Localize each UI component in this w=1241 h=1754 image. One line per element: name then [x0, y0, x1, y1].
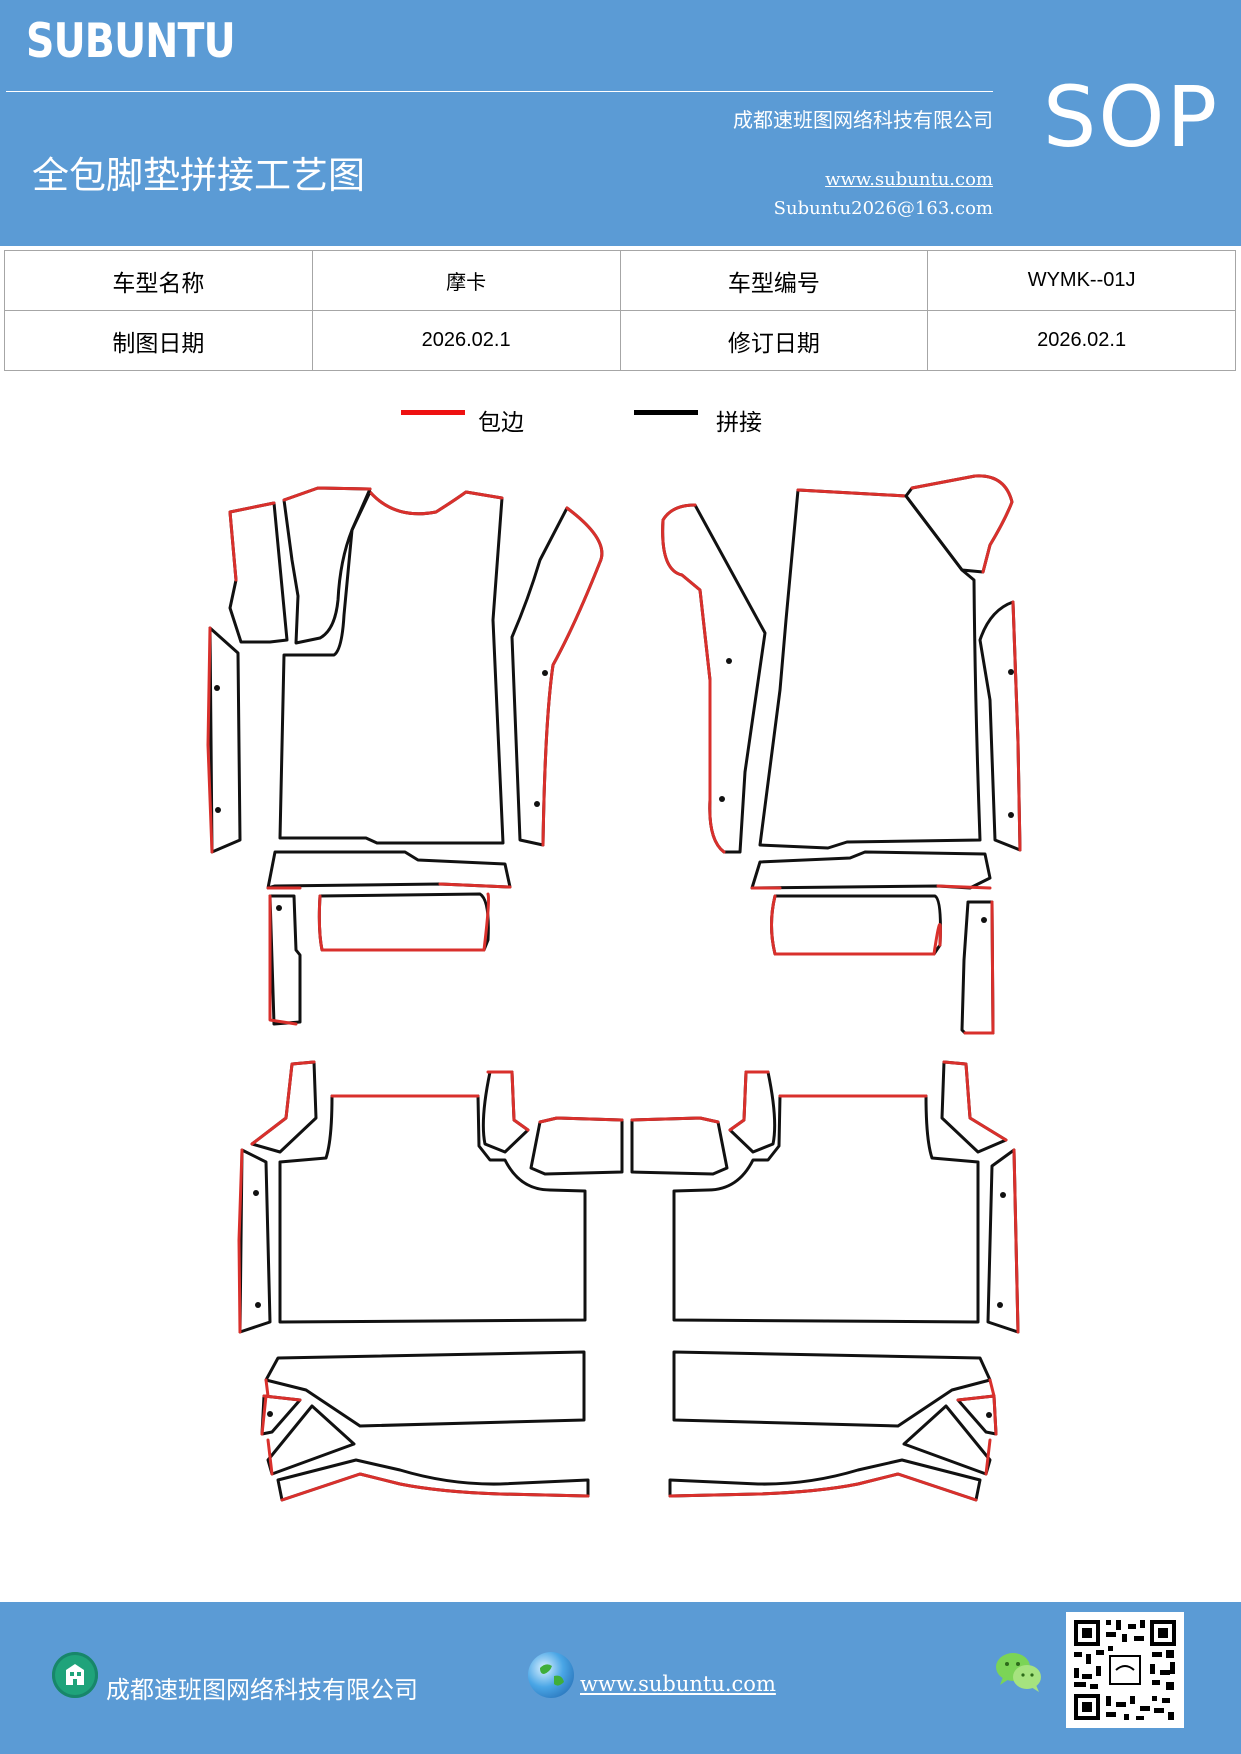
rr-corner-piece: [940, 1060, 1008, 1154]
rl-center-piece: [529, 1116, 624, 1176]
rear-right-mat: [630, 1060, 1020, 1502]
building-icon: [52, 1652, 98, 1698]
revise-date-value: 2026.02.1: [927, 310, 1236, 371]
fl-left-strip: [208, 626, 242, 854]
table-row: 制图日期 2026.02.1 修订日期 2026.02.1: [4, 310, 1236, 371]
model-name-value: 摩卡: [311, 250, 621, 311]
brand-logo: SUBUNTU: [26, 14, 236, 69]
fl-side-arc-edge: [282, 486, 372, 502]
front-right-mat: [661, 474, 1022, 1035]
legend-edge-label: 包边: [478, 410, 524, 436]
legend-edge-swatch: [401, 410, 465, 415]
fastener-holes: [214, 658, 1014, 1418]
fl-bottom-strip: [268, 894, 302, 1026]
rr-main-piece: [672, 1094, 980, 1324]
rear-left-mat: [237, 1060, 624, 1502]
rr-center-piece: [630, 1116, 729, 1176]
rr-right-strip-edge: [1012, 1148, 1020, 1334]
rl-left-strip: [238, 1148, 272, 1334]
email-address: Subuntu2026@163.com: [773, 198, 993, 219]
footer-company-name: 成都速班图网络科技有限公司: [106, 1676, 418, 1704]
fr-bottom-strip: [960, 900, 995, 1035]
fr-main-edge: [796, 488, 908, 498]
rr-center-edge: [630, 1116, 720, 1124]
fr-left-strip: [661, 503, 767, 854]
fl-bottom-strip-edge: [268, 894, 298, 1026]
model-code-value: WYMK--01J: [927, 250, 1236, 311]
fr-left-strip-edge: [661, 503, 726, 854]
rl-center-edge: [538, 1116, 624, 1124]
fl-right-strip: [510, 506, 604, 847]
wechat-icon: [994, 1650, 1044, 1694]
company-name: 成都速班图网络科技有限公司: [733, 108, 993, 132]
fl-front-bar: [266, 850, 512, 890]
fr-heel-pad-edge: [770, 894, 942, 956]
rr-tab-edge: [728, 1070, 770, 1132]
fr-right-strip-edge: [1011, 600, 1022, 852]
model-code-label: 车型编号: [619, 250, 929, 311]
draw-date-label: 制图日期: [4, 310, 313, 371]
header-divider: [6, 91, 993, 92]
rl-rear-edge-strip-edge: [264, 1378, 590, 1502]
rr-tab-piece: [728, 1070, 777, 1154]
revise-date-label: 修订日期: [619, 310, 929, 371]
legend-seam-label: 拼接: [716, 410, 762, 436]
rl-rear-bar: [264, 1350, 586, 1428]
globe-icon: [528, 1652, 574, 1698]
sop-badge: SOP: [1043, 68, 1220, 166]
fr-bottom-strip-edge: [963, 900, 995, 1035]
footer-banner: 成都速班图网络科技有限公司 www.subuntu.com: [0, 1602, 1241, 1754]
fr-right-strip: [978, 600, 1022, 852]
fl-heel-pad: [317, 892, 490, 952]
model-name-label: 车型名称: [4, 250, 313, 311]
fr-heel-pad: [770, 894, 942, 956]
rl-left-strip-edge: [237, 1148, 244, 1334]
rl-rear-corner-edge: [260, 1394, 302, 1436]
table-row: 车型名称 摩卡 车型编号 WYMK--01J: [4, 250, 1236, 311]
rr-rear-edge-strip-edge: [668, 1378, 996, 1502]
draw-date-value: 2026.02.1: [311, 310, 621, 371]
fr-front-bar: [750, 850, 992, 890]
header-banner: SUBUNTU 成都速班图网络科技有限公司 全包脚垫拼接工艺图 www.subu…: [0, 0, 1241, 246]
fr-front-bar-edge: [750, 884, 992, 890]
legend-seam-swatch: [634, 410, 698, 415]
fl-main-piece: [278, 490, 505, 845]
rl-main-piece: [278, 1094, 587, 1324]
rl-corner-edge: [250, 1060, 316, 1146]
front-left-mat: [206, 486, 604, 1026]
model-info-table: 车型名称 摩卡 车型编号 WYMK--01J 制图日期 2026.02.1 修订…: [4, 250, 1236, 371]
fr-corner-edge: [910, 474, 1014, 574]
footer-website-link[interactable]: www.subuntu.com: [580, 1672, 776, 1696]
rl-tab-edge: [486, 1070, 530, 1132]
rr-rear-bar: [672, 1350, 992, 1428]
fl-left-strip-edge: [206, 626, 214, 854]
fl-small-corner-edge: [228, 501, 276, 582]
qr-code[interactable]: [1066, 1612, 1184, 1728]
rl-tab-piece: [481, 1070, 530, 1154]
document-title: 全包脚垫拼接工艺图: [32, 154, 365, 197]
fl-right-strip-edge: [541, 506, 604, 847]
fl-heel-pad-edge: [317, 892, 490, 952]
fl-front-bar-edge: [266, 882, 512, 890]
fl-side-arc-piece: [282, 486, 372, 645]
fr-main-piece: [758, 488, 982, 850]
fl-small-corner: [228, 501, 289, 644]
website-link[interactable]: www.subuntu.com: [825, 169, 993, 190]
fl-main-edge: [368, 490, 504, 516]
fr-corner-piece: [904, 474, 1014, 574]
rr-corner-edge: [942, 1060, 1008, 1142]
